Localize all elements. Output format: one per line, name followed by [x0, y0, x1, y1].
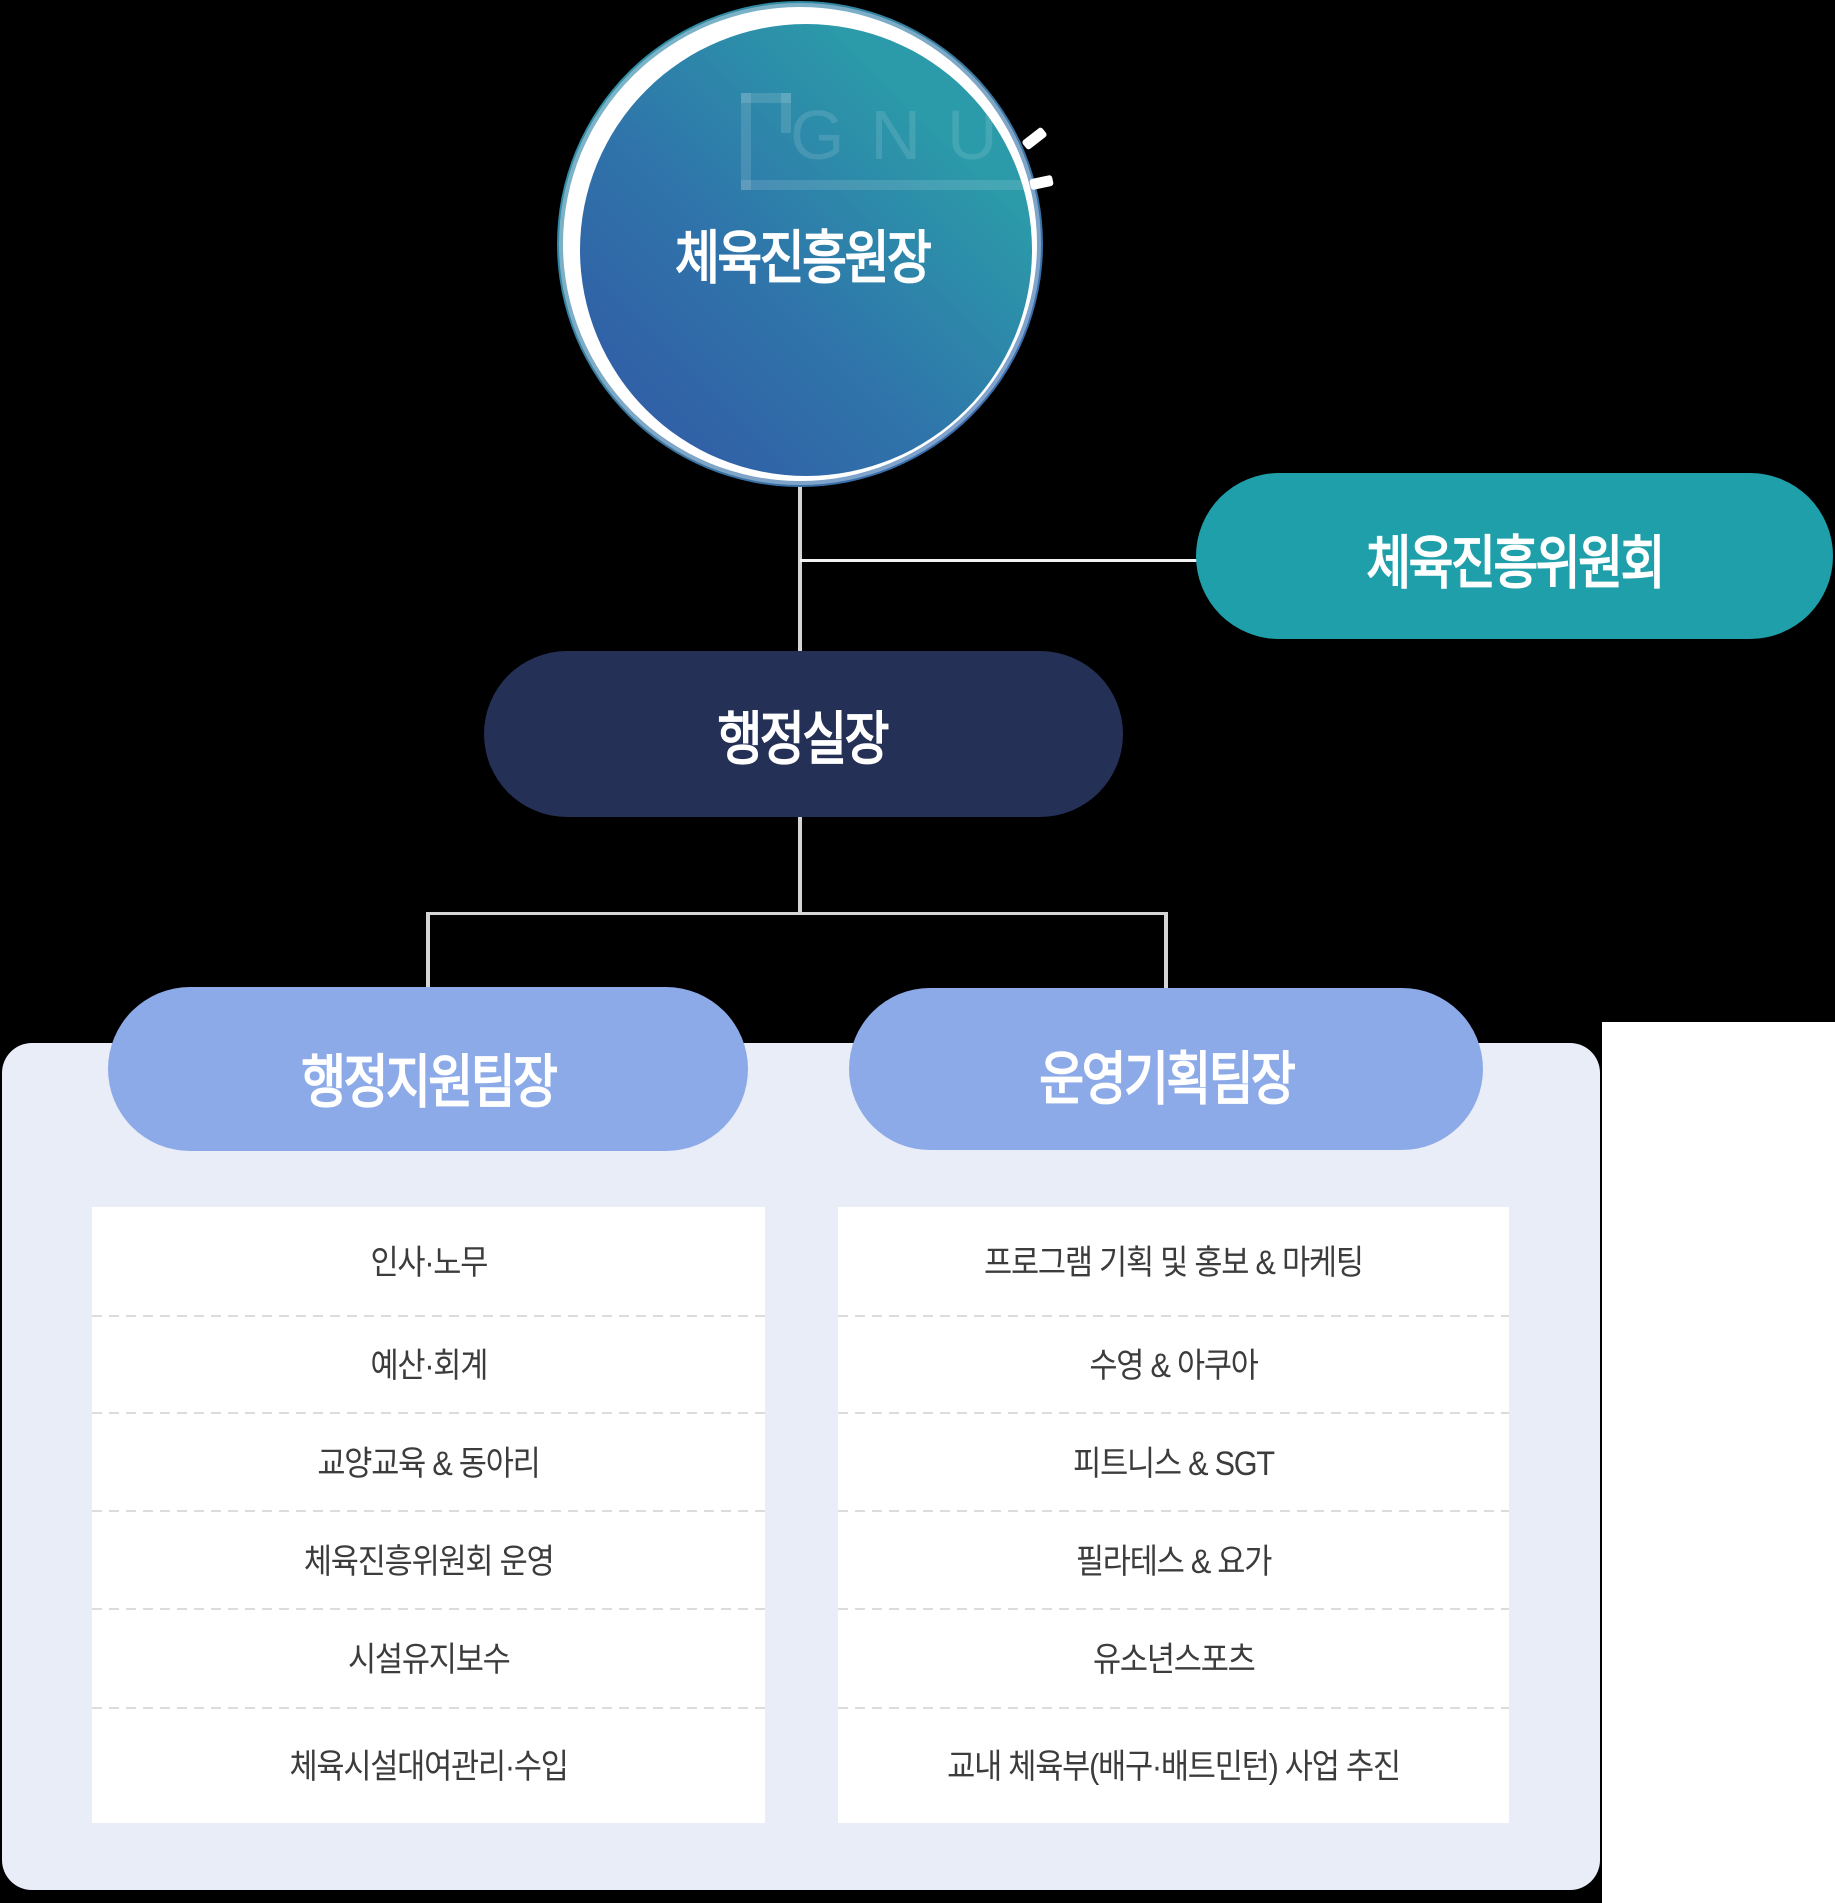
list-item-label: 예산·회계 — [370, 1347, 488, 1385]
connector-director-to-office — [798, 486, 802, 652]
list-item: 체육진흥위원회 운영 — [92, 1510, 765, 1609]
director-label-wrap: 체육진흥원장 — [580, 27, 1032, 476]
office-head-label: 행정실장 — [717, 707, 889, 772]
director-label: 체육진흥원장 — [674, 226, 932, 291]
list-item: 예산·회계 — [92, 1315, 765, 1413]
team1-label: 행정지원팀장 — [300, 1050, 558, 1115]
list-item: 수영 & 아쿠아 — [838, 1315, 1509, 1413]
connector-split-to-team1 — [426, 912, 430, 988]
list-item: 프로그램 기획 및 홍보 & 마케팅 — [838, 1207, 1509, 1316]
director-node-ring: GNU 체육진흥원장 — [563, 7, 1037, 481]
list-item: 교내 체육부(배구·배트민턴) 사업 추진 — [838, 1707, 1509, 1823]
list-item-label: 프로그램 기획 및 홍보 & 마케팅 — [984, 1244, 1364, 1282]
team1-duties-list: 인사·노무 예산·회계 교양교육 & 동아리 체육진흥위원회 운영 시설유지보수… — [92, 1207, 765, 1823]
team2-node: 운영기획팀장 — [849, 988, 1483, 1150]
list-item-label: 교내 체육부(배구·배트민턴) 사업 추진 — [947, 1748, 1401, 1786]
connector-to-committee — [800, 559, 1197, 562]
list-item: 피트니스 & SGT — [838, 1412, 1509, 1511]
list-item-label: 시설유지보수 — [347, 1641, 511, 1679]
connector-split-to-team2 — [1164, 912, 1168, 989]
committee-label: 체육진흥위원회 — [1366, 531, 1665, 596]
list-item-label: 교양교육 & 동아리 — [317, 1444, 540, 1483]
team2-label: 운영기획팀장 — [1038, 1047, 1296, 1112]
list-item: 교양교육 & 동아리 — [92, 1412, 765, 1511]
list-item-label: 피트니스 & SGT — [1073, 1444, 1275, 1483]
gnu-logo-watermark: GNU — [741, 93, 1032, 190]
list-item-label: 체육시설대여관리·수입 — [289, 1748, 568, 1786]
director-node: GNU 체육진흥원장 — [557, 1, 1043, 487]
list-item: 시설유지보수 — [92, 1608, 765, 1708]
committee-node: 체육진흥위원회 — [1196, 473, 1833, 639]
office-head-node: 행정실장 — [484, 651, 1123, 817]
list-item-label: 수영 & 아쿠아 — [1089, 1347, 1259, 1385]
svg-text:GNU: GNU — [790, 96, 1024, 174]
list-item: 체육시설대여관리·수입 — [92, 1707, 765, 1823]
list-item: 유소년스포츠 — [838, 1608, 1509, 1708]
director-node-fill: GNU 체육진흥원장 — [580, 24, 1032, 476]
team1-node: 행정지원팀장 — [108, 987, 748, 1151]
connector-split-horizontal — [426, 912, 1167, 915]
list-item: 필라테스 & 요가 — [838, 1510, 1509, 1609]
list-item-label: 인사·노무 — [370, 1244, 488, 1282]
list-item: 인사·노무 — [92, 1207, 765, 1316]
list-item-label: 체육진흥위원회 운영 — [303, 1542, 555, 1581]
connector-office-to-split — [798, 816, 802, 914]
team2-duties-list: 프로그램 기획 및 홍보 & 마케팅 수영 & 아쿠아 피트니스 & SGT 필… — [838, 1207, 1509, 1823]
page-background-panel — [1602, 1022, 1835, 1903]
list-item-label: 필라테스 & 요가 — [1075, 1542, 1273, 1581]
list-item-label: 유소년스포츠 — [1092, 1641, 1256, 1679]
